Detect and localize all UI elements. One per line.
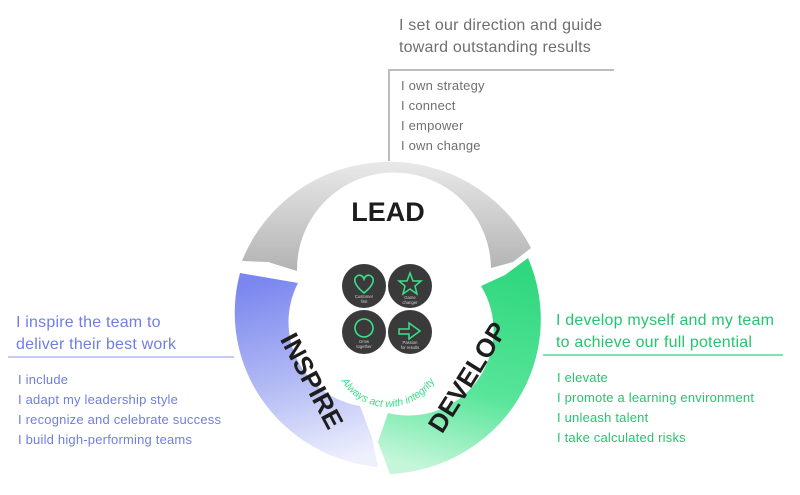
circle-icon <box>354 318 374 338</box>
develop-item: I take calculated risks <box>557 430 686 445</box>
develop-connector <box>543 354 783 356</box>
lead-item: I own strategy <box>401 78 485 93</box>
lead-heading-line: toward outstanding results <box>399 39 591 56</box>
lead-connector-vertical <box>388 69 390 161</box>
lead-item: I own change <box>401 138 481 153</box>
value-passion-for-results: Passion for results <box>388 310 432 354</box>
value-label: for results <box>401 345 419 350</box>
inspire-connector <box>8 356 234 358</box>
center-disc <box>316 240 460 384</box>
value-label: first <box>361 299 369 304</box>
inspire-item-list: I include I adapt my leadership style I … <box>18 370 221 450</box>
star-icon <box>396 270 424 296</box>
develop-item-list: I elevate I promote a learning environme… <box>557 368 754 448</box>
develop-heading-line: I develop myself and my team <box>556 312 775 329</box>
lead-label: LEAD <box>351 197 425 227</box>
inspire-item: I include <box>18 372 69 387</box>
value-label: changer <box>402 300 418 305</box>
value-customer-first: Customer first <box>342 264 386 308</box>
develop-item: I unleash talent <box>557 410 649 425</box>
value-game-changer: Game changer <box>388 264 432 308</box>
lead-item: I connect <box>401 98 456 113</box>
lead-segment <box>242 161 531 271</box>
value-label: Customer <box>355 294 374 299</box>
develop-item: I elevate <box>557 370 608 385</box>
inspire-item: I build high-performing teams <box>18 432 193 447</box>
value-grow-together: Grow together <box>342 310 386 354</box>
develop-item: I promote a learning environment <box>557 390 755 405</box>
lead-heading: I set our direction and guide toward out… <box>399 15 659 59</box>
inspire-heading-line: I inspire the team to <box>16 314 161 331</box>
inspire-heading: I inspire the team to deliver their best… <box>16 312 246 356</box>
inspire-item: I adapt my leadership style <box>18 392 179 407</box>
lead-item: I empower <box>401 118 464 133</box>
value-label: Game <box>404 295 416 300</box>
heart-icon <box>354 274 374 295</box>
value-label: together <box>356 344 372 349</box>
lead-heading-line: I set our direction and guide <box>399 17 603 34</box>
lead-connector-horizontal <box>388 69 614 71</box>
value-label: Grow <box>359 339 370 344</box>
inspire-segment <box>234 273 378 467</box>
develop-segment <box>378 258 541 474</box>
develop-heading-line: to achieve our full potential <box>556 334 753 351</box>
inspire-heading-line: deliver their best work <box>16 336 177 353</box>
value-label: Passion <box>403 340 419 345</box>
arrow-right-icon <box>398 321 422 341</box>
lead-item-list: I own strategy I connect I empower I own… <box>401 76 485 156</box>
inspire-item: I recognize and celebrate success <box>18 412 222 427</box>
develop-heading: I develop myself and my team to achieve … <box>556 310 796 354</box>
